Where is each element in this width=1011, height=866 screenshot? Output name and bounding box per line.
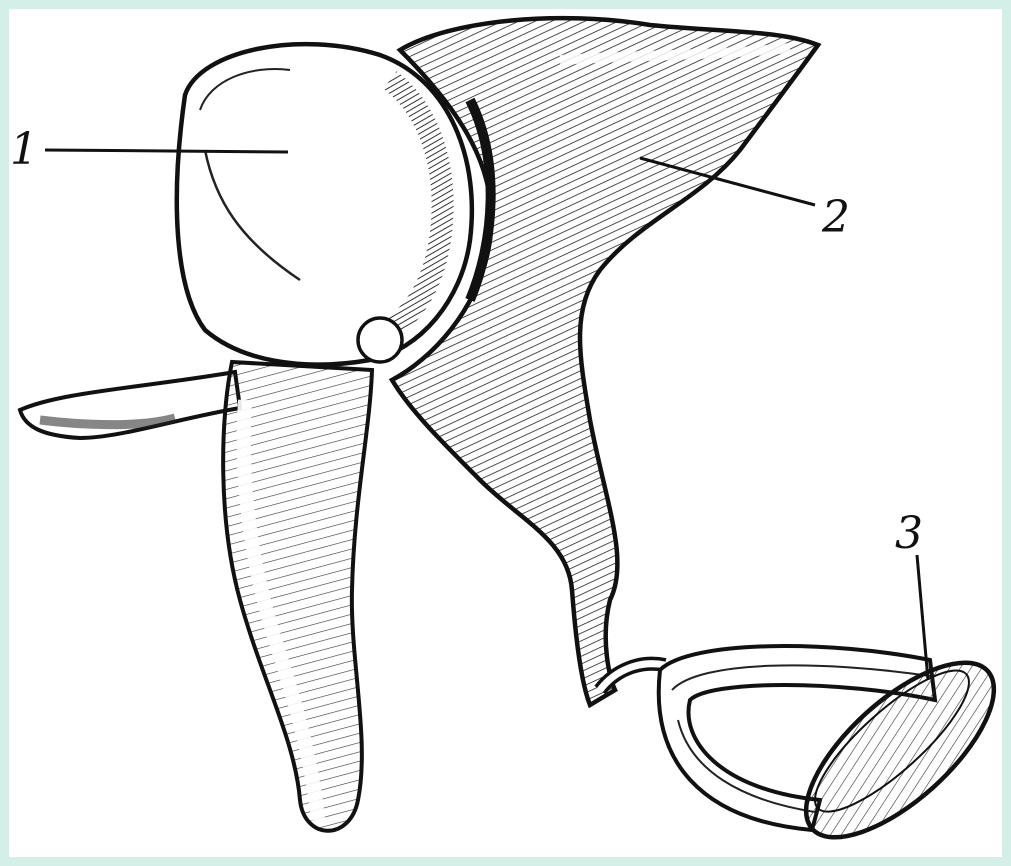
label-2: 2 — [822, 196, 850, 240]
label-3: 3 — [895, 512, 923, 556]
stapes-bone — [600, 634, 1011, 866]
leader-line-1 — [45, 150, 288, 152]
incus-bone — [392, 18, 818, 705]
label-1: 1 — [10, 128, 38, 172]
malleus-bone — [20, 44, 472, 831]
